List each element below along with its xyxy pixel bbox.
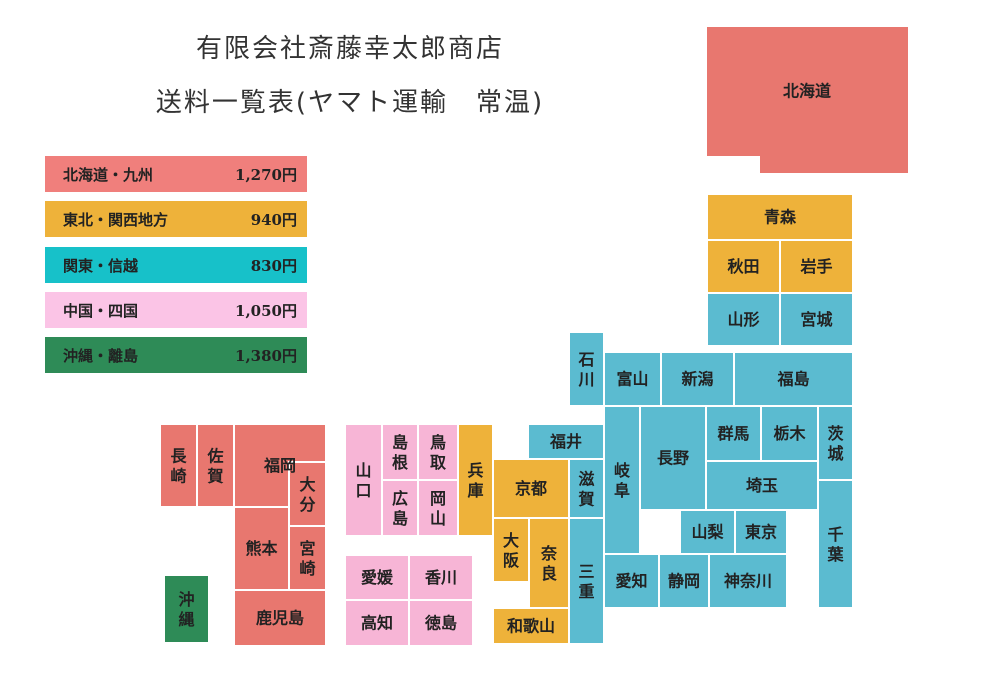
prefecture-label-fukui: 福井	[549, 432, 582, 451]
prefecture-label-yamanashi: 山梨	[691, 523, 724, 542]
prefecture-yamaguchi	[344, 423, 383, 537]
prefecture-aomori	[706, 193, 854, 241]
prefecture-chiba	[817, 479, 854, 609]
prefecture-hokkaido	[707, 27, 908, 173]
prefecture-miyagi	[779, 292, 854, 347]
legend-price: 1,380円	[235, 346, 297, 365]
prefecture-label-nagasaki: 長崎	[170, 447, 187, 486]
prefecture-mie	[568, 517, 605, 645]
prefecture-label-ehime: 愛媛	[361, 568, 394, 587]
legend-region: 沖縄・離島	[63, 346, 139, 365]
prefecture-yamagata	[706, 292, 781, 347]
prefecture-label-kochi: 高知	[361, 614, 393, 633]
prefecture-label-toyama: 富山	[616, 370, 648, 389]
prefecture-label-nara: 奈良	[540, 544, 558, 583]
page-title: 有限会社斎藤幸太郎商店	[195, 34, 504, 64]
prefecture-toyama	[603, 351, 662, 407]
prefecture-kagoshima	[233, 589, 327, 647]
legend-region: 関東・信越	[63, 256, 139, 275]
prefecture-saga	[196, 423, 235, 508]
prefecture-kyoto	[492, 458, 570, 519]
legend-region: 中国・四国	[63, 301, 139, 320]
prefecture-miyazaki	[288, 525, 327, 591]
prefecture-label-iwate: 岩手	[799, 257, 832, 276]
legend-price: 1,270円	[235, 165, 297, 184]
prefecture-label-kagawa: 香川	[424, 568, 457, 587]
prefecture-label-fukushima: 福島	[776, 370, 809, 389]
legend-item-okinawa-islands: 沖縄・離島 1,380円	[45, 337, 307, 373]
prefecture-shimane	[381, 423, 419, 481]
prefecture-label-nagano: 長野	[657, 449, 689, 468]
prefecture-label-okayama: 岡山	[430, 489, 446, 528]
prefecture-kanagawa	[708, 553, 788, 609]
prefecture-tokushima	[408, 599, 474, 647]
prefecture-akita	[706, 239, 781, 294]
prefecture-gunma	[705, 405, 762, 462]
prefecture-label-shiga: 滋賀	[577, 470, 594, 509]
legend-item-tohoku-kansai: 東北・関西地方 940円	[45, 201, 307, 237]
prefecture-label-fukuoka: 福岡	[263, 456, 296, 475]
prefecture-label-wakayama: 和歌山	[507, 617, 555, 636]
prefecture-label-shimane: 島根	[392, 433, 408, 472]
prefecture-label-mie: 三重	[578, 562, 594, 601]
legend-price: 830円	[250, 256, 297, 275]
prefecture-ibaraki	[817, 405, 854, 481]
prefecture-label-miyazaki: 宮崎	[299, 539, 315, 578]
prefecture-fukui	[527, 423, 605, 460]
prefecture-label-yamagata: 山形	[727, 310, 759, 329]
prefecture-label-hokkaido: 北海道	[783, 82, 831, 101]
prefecture-hyogo	[457, 423, 494, 537]
prefecture-label-okinawa: 沖縄	[178, 590, 194, 629]
prefecture-label-kanagawa: 神奈川	[724, 572, 772, 591]
prefecture-label-miyagi: 宮城	[800, 310, 832, 329]
legend-item-hokkaido-kyushu: 北海道・九州 1,270円	[45, 156, 307, 192]
prefecture-label-gifu: 岐阜	[614, 461, 630, 500]
prefecture-aichi	[603, 553, 660, 609]
prefecture-label-saitama: 埼玉	[746, 476, 778, 495]
prefecture-ehime	[344, 554, 410, 601]
prefecture-label-tokushima: 徳島	[424, 614, 457, 633]
prefecture-label-kagoshima: 鹿児島	[256, 609, 304, 628]
prefecture-fukushima	[733, 351, 854, 407]
prefecture-label-niigata: 新潟	[681, 370, 713, 389]
prefecture-label-gunma: 群馬	[717, 424, 749, 443]
prefecture-kagawa	[408, 554, 474, 601]
prefecture-label-aomori: 青森	[764, 208, 797, 227]
prefecture-nara	[528, 517, 570, 609]
prefecture-nagasaki	[159, 423, 198, 508]
prefecture-osaka	[492, 517, 530, 583]
prefecture-kochi	[344, 599, 410, 647]
prefecture-label-aichi: 愛知	[615, 572, 647, 591]
prefecture-label-shizuoka: 静岡	[668, 572, 700, 591]
prefecture-wakayama	[492, 607, 570, 645]
prefecture-label-saga: 佐賀	[206, 447, 223, 486]
page-subtitle: 送料一覧表(ヤマト運輸 常温)	[155, 88, 545, 118]
prefecture-label-ibaraki: 茨城	[827, 424, 843, 463]
prefecture-label-kumamoto: 熊本	[245, 539, 277, 558]
prefecture-gifu	[603, 405, 641, 555]
prefecture-label-chiba: 千葉	[826, 525, 844, 564]
prefecture-label-yamaguchi: 山口	[355, 461, 371, 500]
prefecture-label-osaka: 大阪	[503, 531, 520, 570]
prefecture-ishikawa	[568, 331, 605, 407]
prefecture-label-tokyo: 東京	[745, 523, 777, 542]
legend-item-chugoku-shikoku: 中国・四国 1,050円	[45, 292, 307, 328]
prefecture-label-oita: 大分	[299, 475, 315, 514]
prefecture-label-hiroshima: 広島	[392, 489, 408, 528]
prefecture-label-tochigi: 栃木	[773, 424, 806, 443]
legend-region: 東北・関西地方	[63, 210, 169, 229]
legend-item-kanto-shinetsu: 関東・信越 830円	[45, 247, 307, 283]
prefecture-nagano	[639, 405, 707, 511]
prefecture-label-akita: 秋田	[727, 257, 759, 276]
prefecture-label-ishikawa: 石川	[577, 350, 594, 389]
prefecture-label-kyoto: 京都	[515, 479, 547, 498]
legend-price: 1,050円	[235, 301, 297, 320]
legend-region: 北海道・九州	[63, 165, 154, 184]
prefecture-okinawa	[163, 574, 210, 644]
legend-price: 940円	[250, 210, 297, 229]
prefecture-shiga	[568, 458, 605, 519]
prefecture-label-hyogo: 兵庫	[467, 461, 483, 500]
prefecture-label-tottori: 鳥取	[430, 433, 446, 472]
